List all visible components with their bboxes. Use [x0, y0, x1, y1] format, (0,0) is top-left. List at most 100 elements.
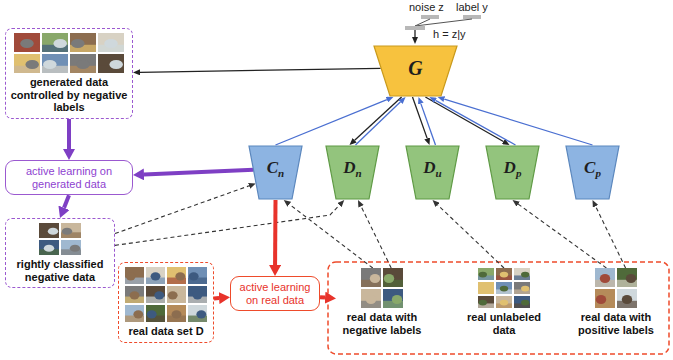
photo-thumbnail — [514, 282, 530, 294]
trapezoid-outline — [566, 146, 619, 199]
image-thumbnails — [39, 223, 81, 255]
photo-thumbnail — [496, 282, 512, 294]
photo-thumbnail — [595, 268, 615, 287]
photo-thumbnail — [42, 54, 68, 73]
connector — [421, 104, 436, 145]
photo-thumbnail — [167, 286, 186, 303]
photo-thumbnail — [146, 286, 165, 303]
block-label: Dp — [504, 158, 522, 180]
trapezoid-outline — [249, 146, 302, 199]
photo-thumbnail — [61, 240, 81, 255]
photo-thumbnail — [383, 268, 403, 287]
photo-thumbnail — [188, 305, 207, 322]
input-bar — [463, 15, 481, 19]
connector — [438, 205, 504, 268]
photo-thumbnail — [98, 54, 124, 73]
connector — [413, 97, 428, 138]
input-bar — [421, 15, 439, 19]
data-group-box: generated data controlled by negative la… — [5, 28, 133, 119]
photo-thumbnail — [14, 54, 40, 73]
photo-thumbnail — [514, 268, 530, 280]
image-thumbnails — [595, 268, 637, 308]
connector — [356, 102, 401, 145]
connector — [425, 97, 503, 142]
discriminator-block: Dp — [485, 145, 540, 200]
block-label: Dn — [343, 158, 361, 180]
photo-thumbnail — [125, 267, 144, 284]
photo-thumbnail — [42, 33, 68, 52]
photo-thumbnail — [496, 268, 512, 280]
group-caption: generated data controlled by negative la… — [10, 76, 128, 114]
connector — [444, 99, 592, 145]
group-caption: real data with negative labels — [338, 311, 426, 336]
photo-thumbnail — [478, 282, 494, 294]
input-label: label y — [456, 1, 488, 14]
image-thumbnails — [14, 33, 124, 73]
discriminator-block: Du — [405, 145, 460, 200]
trapezoid-outline — [406, 146, 459, 199]
generator-block: G — [373, 45, 458, 97]
process-label: active learning on real data — [235, 281, 315, 306]
data-group: real data with negative labels — [336, 268, 428, 336]
connector — [361, 206, 391, 268]
photo-thumbnail — [70, 33, 96, 52]
photo-thumbnail — [188, 267, 207, 284]
photo-thumbnail — [39, 240, 59, 255]
data-group-box: rightly classified negative data — [5, 218, 115, 288]
trapezoid-outline — [374, 46, 457, 96]
connector — [67, 119, 71, 149]
photo-thumbnail — [361, 289, 381, 308]
connector — [320, 295, 325, 299]
connector — [115, 186, 249, 234]
connector — [289, 204, 372, 268]
photo-thumbnail — [98, 33, 124, 52]
photo-thumbnail — [617, 268, 637, 287]
photo-thumbnail — [595, 289, 615, 308]
connector — [518, 204, 606, 268]
merge-line — [415, 19, 472, 26]
photo-thumbnail — [478, 268, 494, 280]
connector — [436, 100, 516, 145]
photo-thumbnail — [39, 223, 59, 238]
photo-thumbnail — [478, 296, 494, 308]
connector — [115, 205, 339, 245]
group-caption: rightly classified negative data — [10, 258, 110, 283]
photo-thumbnail — [361, 268, 381, 287]
photo-thumbnail — [188, 286, 207, 303]
data-group: real data with positive labels — [568, 268, 664, 336]
input-label: noise z — [409, 1, 444, 14]
photo-thumbnail — [61, 223, 81, 238]
photo-thumbnail — [125, 305, 144, 322]
connector — [276, 100, 387, 145]
classifier-block: Cn — [248, 145, 303, 200]
photo-thumbnail — [146, 267, 165, 284]
input-label: h = z|y — [433, 28, 466, 41]
block-label: Du — [423, 158, 441, 180]
image-thumbnails — [125, 267, 207, 322]
discriminator-block: Dn — [325, 145, 380, 200]
process-box: active learning on real data — [230, 276, 320, 311]
connector — [214, 296, 219, 300]
block-label: Cn — [267, 158, 285, 180]
concat-bar — [405, 26, 425, 30]
group-caption: real unlabeled data — [464, 311, 544, 336]
photo-thumbnail — [514, 296, 530, 308]
connector — [64, 195, 69, 207]
process-label: active learning on generated data — [10, 165, 128, 190]
photo-thumbnail — [383, 289, 403, 308]
connector — [273, 200, 277, 265]
photo-thumbnail — [70, 54, 96, 73]
group-caption: real data with positive labels — [570, 311, 662, 336]
data-group: real unlabeled data — [462, 268, 546, 336]
photo-thumbnail — [146, 305, 165, 322]
group-caption: real data set D — [128, 325, 203, 338]
classifier-block: Cp — [565, 145, 620, 200]
photo-thumbnail — [167, 267, 186, 284]
trapezoid-outline — [326, 146, 379, 199]
photo-thumbnail — [496, 296, 512, 308]
block-label: G — [408, 57, 422, 80]
trapezoid-outline — [486, 146, 539, 199]
connector — [144, 170, 254, 175]
real-data-group-box — [328, 262, 669, 354]
